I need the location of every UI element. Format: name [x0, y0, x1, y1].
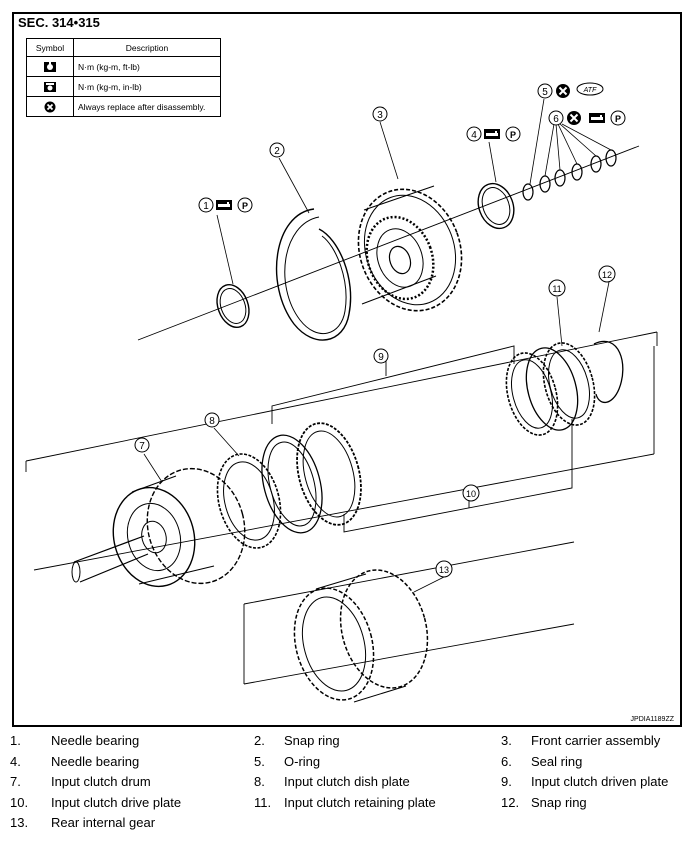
torque-icon: [484, 129, 500, 139]
atf-icon: ATF: [576, 82, 604, 96]
legend-row: 13.Rear internal gear: [10, 815, 156, 830]
svg-text:P: P: [510, 130, 516, 140]
callouts: 1 2 3 4 5 6 7 8 9 10 11 12 13: [134, 83, 616, 578]
callout-9: 9: [373, 348, 389, 364]
replace-x-icon: [555, 83, 571, 99]
callout-4: 4: [466, 126, 482, 142]
torque-icon: [589, 113, 605, 123]
torque-wrench-icon: [44, 61, 56, 72]
center-lines: [25, 145, 658, 685]
petroleum-jelly-icon: P: [610, 110, 626, 126]
symbol-table-row: Always replace after disassembly.: [26, 96, 221, 117]
rear-internal-gear-13: [293, 569, 429, 703]
svg-text:ATF: ATF: [583, 87, 597, 94]
petroleum-jelly-icon: P: [237, 197, 253, 213]
svg-text:2: 2: [274, 146, 280, 157]
callout-2: 2: [269, 142, 285, 158]
svg-text:3: 3: [377, 110, 383, 121]
callout-10: 10: [462, 484, 480, 502]
callout-5: 5: [537, 83, 553, 99]
input-clutch-drum-7: [71, 467, 246, 588]
legend-row: 1.Needle bearing 2.Snap ring 3.Front car…: [10, 733, 661, 748]
svg-text:10: 10: [466, 489, 476, 499]
svg-text:13: 13: [439, 565, 449, 575]
svg-text:9: 9: [378, 352, 384, 363]
callout-1: 1: [198, 197, 214, 213]
replace-x-icon: [44, 101, 56, 112]
bracket-9: [271, 345, 515, 424]
dish-plate-8: [216, 453, 282, 549]
svg-text:5: 5: [542, 87, 548, 98]
petroleum-jelly-icon: P: [505, 126, 521, 142]
o-ring-5: [522, 183, 534, 201]
svg-text:P: P: [615, 114, 621, 124]
figure-code: JPDIA1189ZZ: [630, 716, 674, 723]
callout-3: 3: [372, 106, 388, 122]
svg-text:12: 12: [602, 270, 612, 280]
svg-text:4: 4: [471, 130, 477, 141]
section-title: SEC. 314•315: [18, 15, 100, 30]
clutch-plates-left: [261, 422, 362, 534]
front-carrier-assembly-3: [357, 185, 463, 312]
svg-text:6: 6: [553, 114, 559, 125]
callout-6: 6: [548, 110, 564, 126]
legend-row: 7.Input clutch drum 8.Input clutch dish …: [10, 774, 669, 789]
callout-8: 8: [204, 412, 220, 428]
parts-legend: 1.Needle bearing 2.Snap ring 3.Front car…: [0, 733, 687, 836]
exploded-diagram-frame: SEC. 314•315 Symbol Description N·m (kg-…: [12, 12, 682, 727]
callout-13: 13: [435, 560, 453, 578]
seal-rings-6: [539, 149, 617, 193]
torque-wrench-small-icon: [44, 81, 56, 92]
svg-text:1: 1: [203, 201, 209, 212]
callout-11: 11: [548, 279, 566, 297]
snap-ring-2: [275, 208, 352, 341]
legend-row: 10.Input clutch drive plate 11.Input clu…: [10, 794, 587, 810]
needle-bearing-4: [477, 182, 515, 230]
exploded-view: 1 2 3 4 5 6 7 8 9 10 11 12 13 P P ATF P: [25, 82, 658, 703]
symbol-table: Symbol Description N·m (kg-m, ft-lb) N·m…: [26, 38, 221, 117]
callout-7: 7: [134, 437, 150, 453]
snap-ring-12: [593, 341, 624, 404]
replace-x-icon: [566, 110, 582, 126]
torque-icon: [216, 200, 232, 210]
svg-text:11: 11: [552, 284, 561, 294]
callout-12: 12: [598, 265, 616, 283]
svg-text:8: 8: [209, 416, 215, 427]
legend-row: 4.Needle bearing 5.O-ring 6.Seal ring: [10, 753, 583, 769]
svg-text:7: 7: [139, 441, 145, 452]
symbol-description: Always replace after disassembly.: [73, 96, 221, 117]
needle-bearing-1: [216, 283, 250, 329]
svg-text:P: P: [242, 201, 248, 211]
